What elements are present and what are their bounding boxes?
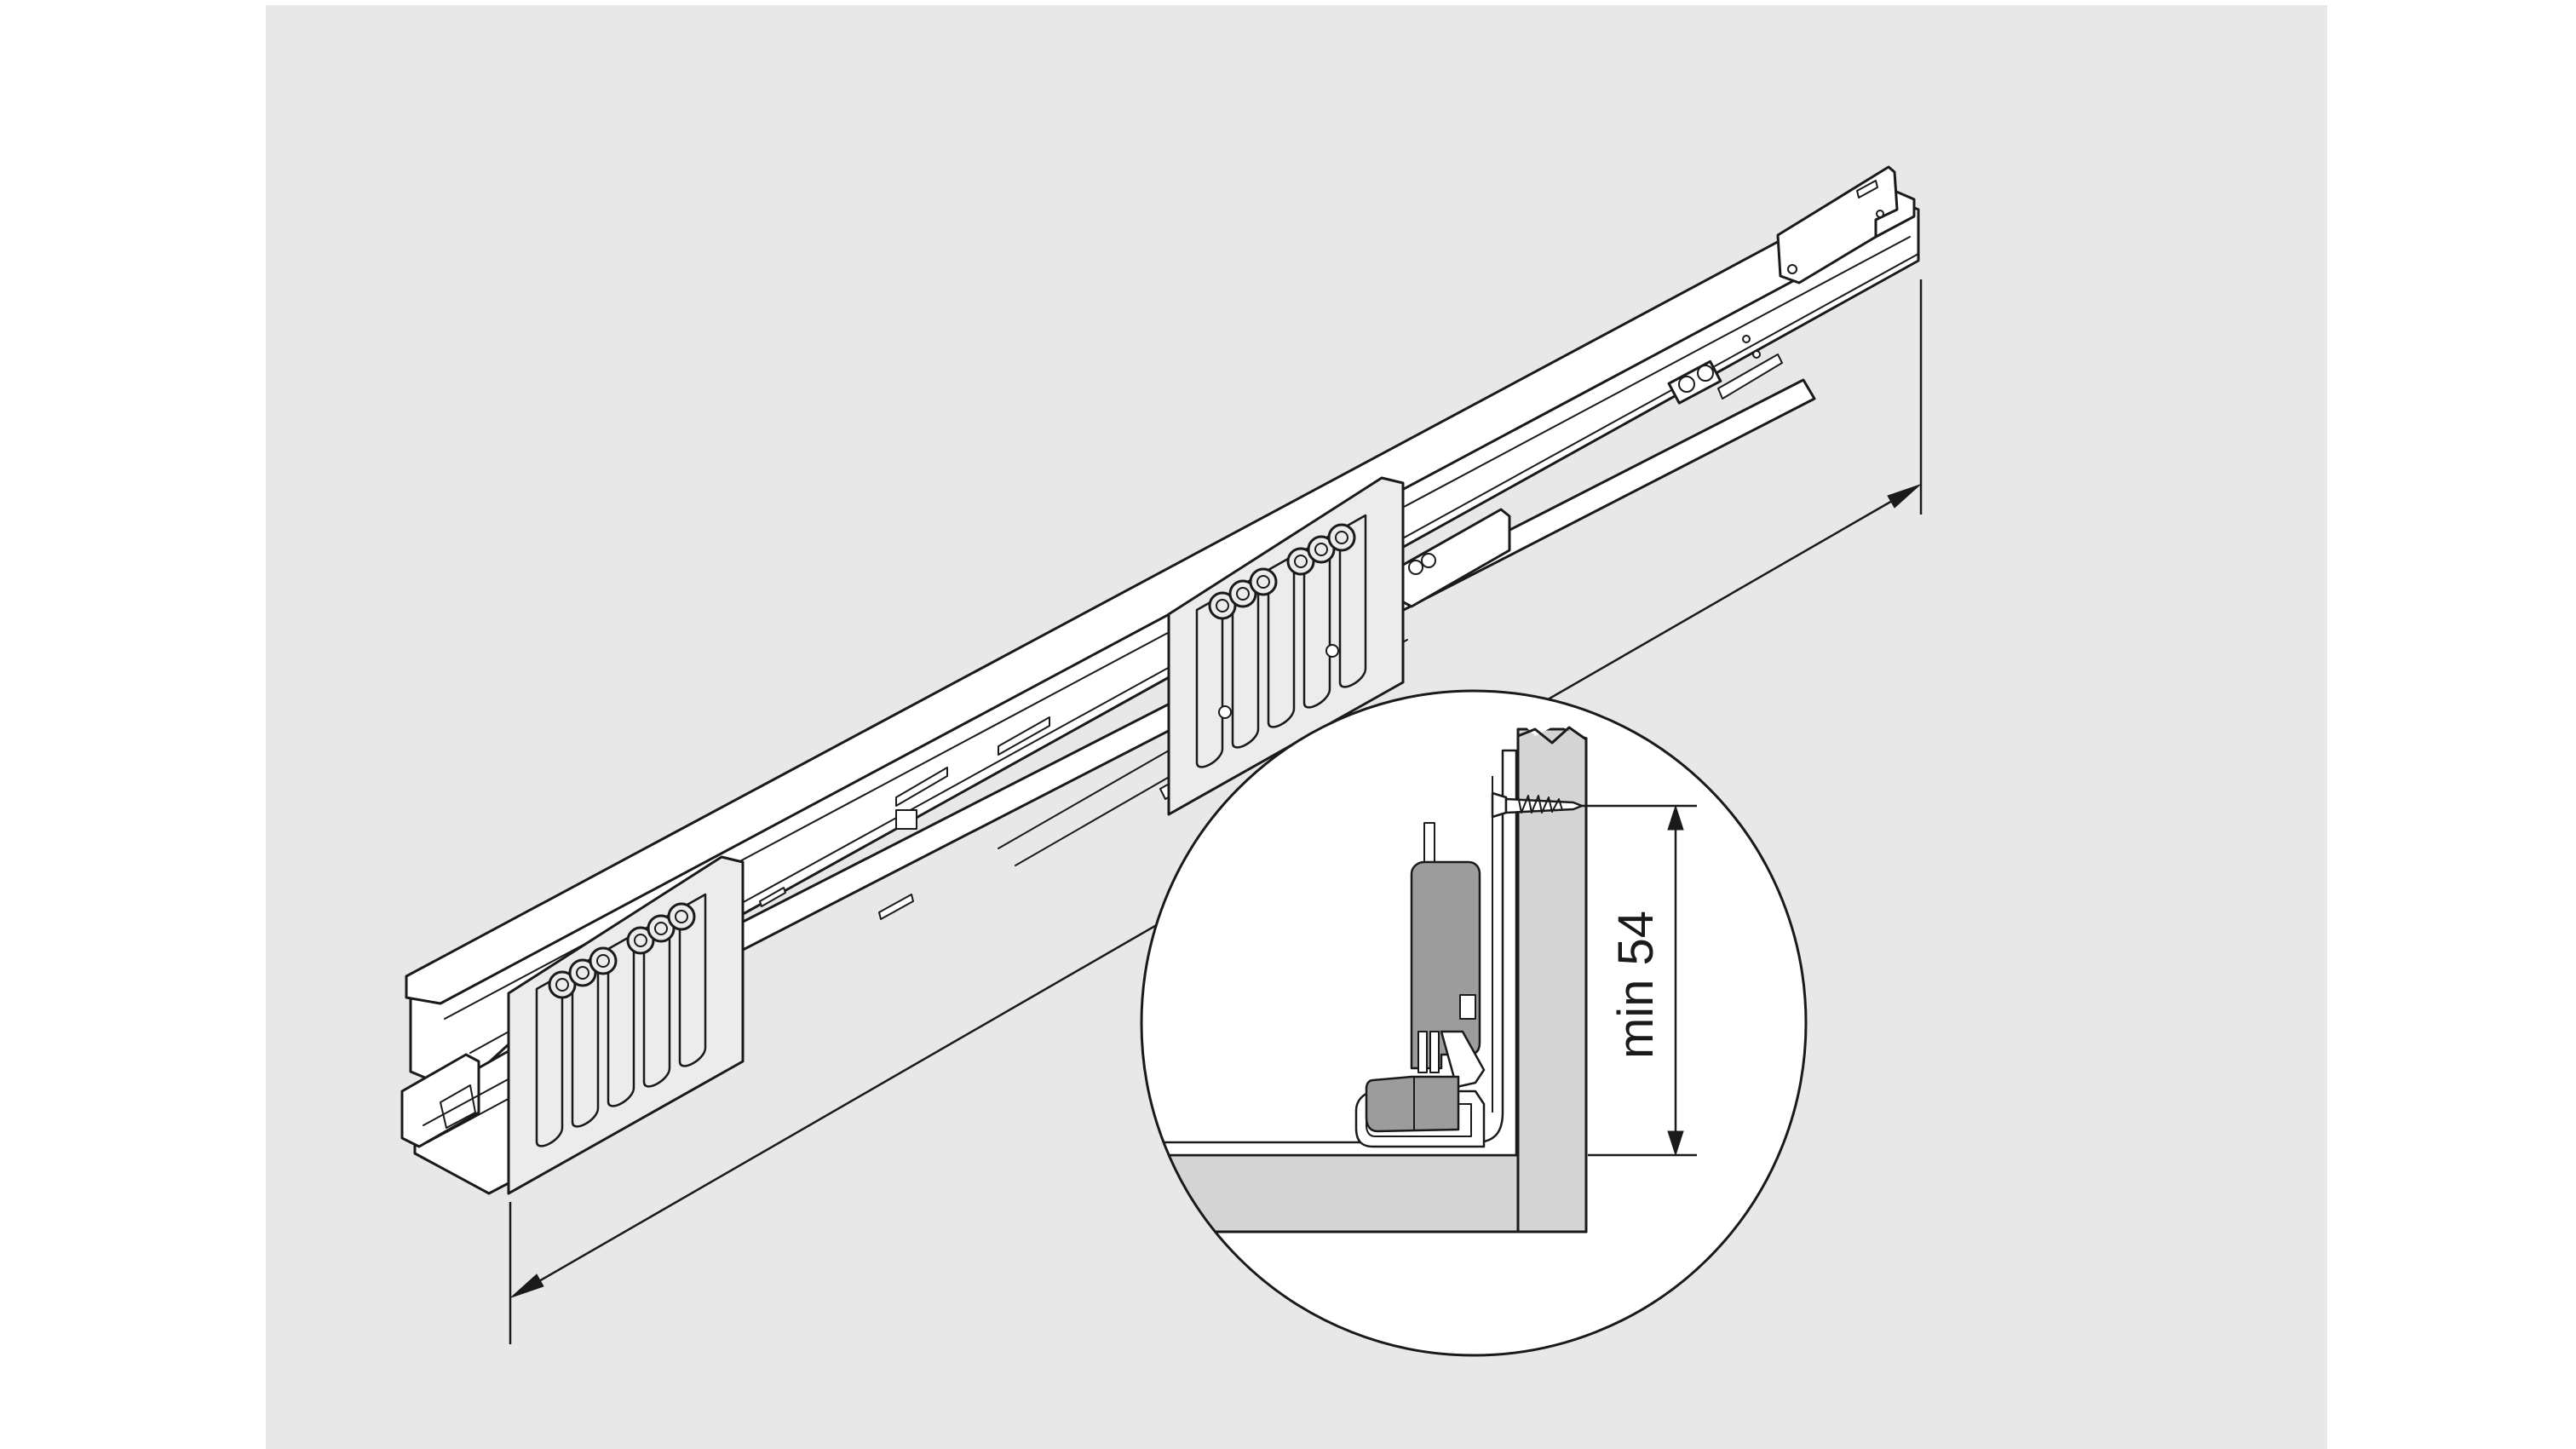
runner-window: [895, 767, 948, 807]
clip-screw-hole: [1218, 705, 1232, 719]
dimension-arrow-icon: [1667, 1130, 1684, 1157]
clip-screw-hole: [1325, 644, 1339, 658]
drawer-runner-diagram: NL: [266, 5, 2327, 1449]
rear-bracket-slot: [1856, 180, 1878, 198]
runner-hole: [1876, 210, 1884, 218]
clip-fingers: [535, 893, 707, 1147]
runner-slot: [878, 894, 914, 920]
diagram-panel: NL: [266, 5, 2327, 1449]
dimension-arrow-icon: [510, 1274, 544, 1298]
slider-roller-icon: [1408, 560, 1423, 575]
slider-roller-icon: [1421, 553, 1436, 568]
height-dimension: [1582, 804, 1697, 1157]
drawer-runner: [400, 165, 1920, 1195]
runner-latch: [895, 809, 917, 830]
runner-slot-2: [759, 887, 786, 907]
rear-bracket-hole: [1787, 264, 1797, 274]
screw-icon: [1491, 791, 1584, 819]
clip-ring-inner: [1216, 531, 1348, 612]
runner-window-2: [998, 716, 1050, 756]
front-cap-line-2: [427, 1095, 515, 1143]
runner-hole: [1742, 335, 1751, 343]
carriage-block: [1365, 1075, 1460, 1133]
runner-profile: [1141, 749, 1518, 1157]
clip-pin: [1417, 1031, 1428, 1073]
clip-ring-inner: [555, 910, 688, 992]
middle-locking-clip: [1167, 476, 1405, 816]
clip-ring-icons: [548, 902, 696, 999]
clip-fingers: [1195, 514, 1367, 768]
carriage-roller-icon: [1678, 376, 1695, 393]
dimension-arrow-icon: [1887, 484, 1921, 509]
detail-view: min 54: [1140, 689, 1808, 1357]
drawer-side-board: [1516, 727, 1588, 1233]
front-cap-opening: [400, 1053, 480, 1148]
rear-bracket: [1776, 165, 1899, 285]
carriage-roller-icon: [1697, 365, 1714, 382]
clip-pin-2: [1429, 1031, 1440, 1073]
clip-lever-notch: [1459, 994, 1476, 1020]
front-locking-clip: [507, 855, 745, 1195]
front-cap-line: [423, 1076, 514, 1126]
carriage-rail-tab: [1717, 354, 1783, 400]
dimension-arrow-icon: [1667, 804, 1684, 831]
runner-hole: [1752, 350, 1761, 359]
board-break-line-top: [1517, 726, 1587, 745]
height-label: min 54: [1608, 911, 1664, 1059]
clip-ring-icons: [1208, 523, 1356, 620]
detail-circle-outline: [1140, 689, 1808, 1357]
